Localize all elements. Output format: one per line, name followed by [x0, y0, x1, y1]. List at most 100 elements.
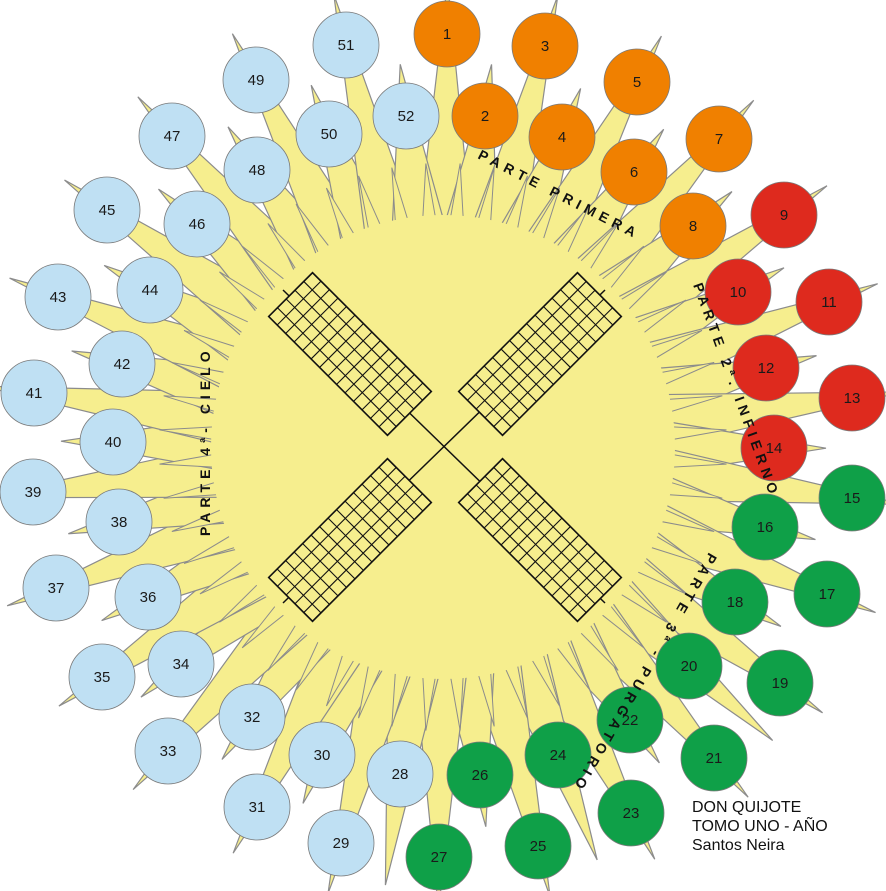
chapter-node-48: 48 [223, 136, 291, 204]
chapter-number: 21 [706, 750, 723, 767]
chapter-number: 26 [472, 767, 489, 784]
chapter-circle [73, 176, 141, 244]
chapter-number: 42 [114, 356, 131, 373]
chapter-node-32: 32 [218, 683, 286, 751]
chapter-node-45: 45 [73, 176, 141, 244]
chapter-number: 30 [314, 747, 331, 764]
chapter-node-5: 5 [603, 48, 671, 116]
chapter-circle [413, 0, 481, 68]
chapter-number: 45 [99, 202, 116, 219]
chapter-number: 20 [681, 658, 698, 675]
chapter-node-40: 40 [79, 408, 147, 476]
chapter-circle [24, 263, 92, 331]
chapter-circle [740, 414, 808, 482]
chapter-circle [295, 100, 363, 168]
chapter-number: 29 [333, 835, 350, 852]
chapter-node-36: 36 [114, 563, 182, 631]
chapter-node-10: 10 [704, 258, 772, 326]
chapter-number: 44 [142, 282, 159, 299]
chapter-node-51: 51 [312, 11, 380, 79]
chapter-number: 4 [558, 129, 566, 146]
chapter-number: 14 [766, 440, 783, 457]
chapter-circle [659, 192, 727, 260]
chapter-number: 51 [338, 37, 355, 54]
credit-author: Santos Neira [692, 837, 785, 854]
chapter-node-13: 13 [818, 364, 886, 432]
chapter-circle [504, 812, 572, 880]
chapter-circle [85, 488, 153, 556]
chapter-node-24: 24 [524, 721, 592, 789]
chapter-number: 8 [689, 218, 697, 235]
credit-subtitle: TOMO UNO - AÑO [692, 818, 828, 835]
grid-panel [457, 457, 623, 623]
chapter-node-21: 21 [680, 724, 748, 792]
grid-panels [267, 271, 623, 623]
chapter-circle [685, 105, 753, 173]
part-label-cielo: PARTE 4ª- CIELO [197, 346, 213, 536]
chapter-node-19: 19 [746, 649, 814, 717]
grid-panel [457, 271, 623, 437]
chapter-circle [731, 493, 799, 561]
chapter-circle [511, 12, 579, 80]
chapter-circle [223, 773, 291, 841]
chapter-number: 12 [758, 360, 775, 377]
chapter-circle [818, 364, 886, 432]
chapter-circle [704, 258, 772, 326]
chapter-circle [312, 11, 380, 79]
chapter-node-27: 27 [405, 823, 473, 891]
chapter-node-26: 26 [446, 741, 514, 809]
chapter-node-34: 34 [147, 630, 215, 698]
chapter-number: 7 [715, 131, 723, 148]
chapter-node-14: 14 [740, 414, 808, 482]
chapter-node-39: 39 [0, 458, 67, 526]
chapter-circle [22, 554, 90, 622]
chapter-node-46: 46 [163, 190, 231, 258]
chapter-node-17: 17 [793, 560, 861, 628]
chapter-circle [138, 102, 206, 170]
chapter-circle [222, 46, 290, 114]
chapter-number: 52 [398, 108, 415, 125]
chapter-number: 37 [48, 580, 65, 597]
chapter-circle [446, 741, 514, 809]
chapter-number: 1 [443, 26, 451, 43]
chapter-number: 9 [780, 207, 788, 224]
chapter-node-43: 43 [24, 263, 92, 331]
chapter-number: 27 [431, 849, 448, 866]
chapter-circle [163, 190, 231, 258]
chapter-number: 16 [757, 519, 774, 536]
chapter-node-12: 12 [732, 334, 800, 402]
chapter-node-22: 22 [596, 686, 664, 754]
chapter-number: 47 [164, 128, 181, 145]
chapter-node-28: 28 [366, 740, 434, 808]
chapter-circle [597, 779, 665, 847]
chapter-circle [0, 359, 68, 427]
chapter-circle [114, 563, 182, 631]
chapter-circle [680, 724, 748, 792]
chapter-number: 18 [727, 594, 744, 611]
chapter-circle [746, 649, 814, 717]
chapter-number: 5 [633, 74, 641, 91]
chapter-node-41: 41 [0, 359, 68, 427]
grid-panel [267, 271, 433, 437]
chapter-node-1: 1 [413, 0, 481, 68]
chapter-number: 2 [481, 108, 489, 125]
chapter-circle [750, 181, 818, 249]
chapter-number: 36 [140, 589, 157, 606]
chapter-node-49: 49 [222, 46, 290, 114]
chapter-number: 24 [550, 747, 567, 764]
chapter-number: 31 [249, 799, 266, 816]
chapter-circle [818, 464, 886, 532]
chapter-node-33: 33 [134, 717, 202, 785]
chapter-number: 41 [26, 385, 43, 402]
chapter-node-4: 4 [528, 103, 596, 171]
chapter-node-35: 35 [68, 643, 136, 711]
chapter-circle [147, 630, 215, 698]
chapter-node-44: 44 [116, 256, 184, 324]
chapter-node-47: 47 [138, 102, 206, 170]
chapter-node-52: 52 [372, 82, 440, 150]
chapter-number: 23 [623, 805, 640, 822]
chapter-circle [0, 458, 67, 526]
chapter-number: 6 [630, 164, 638, 181]
chapter-circle [372, 82, 440, 150]
